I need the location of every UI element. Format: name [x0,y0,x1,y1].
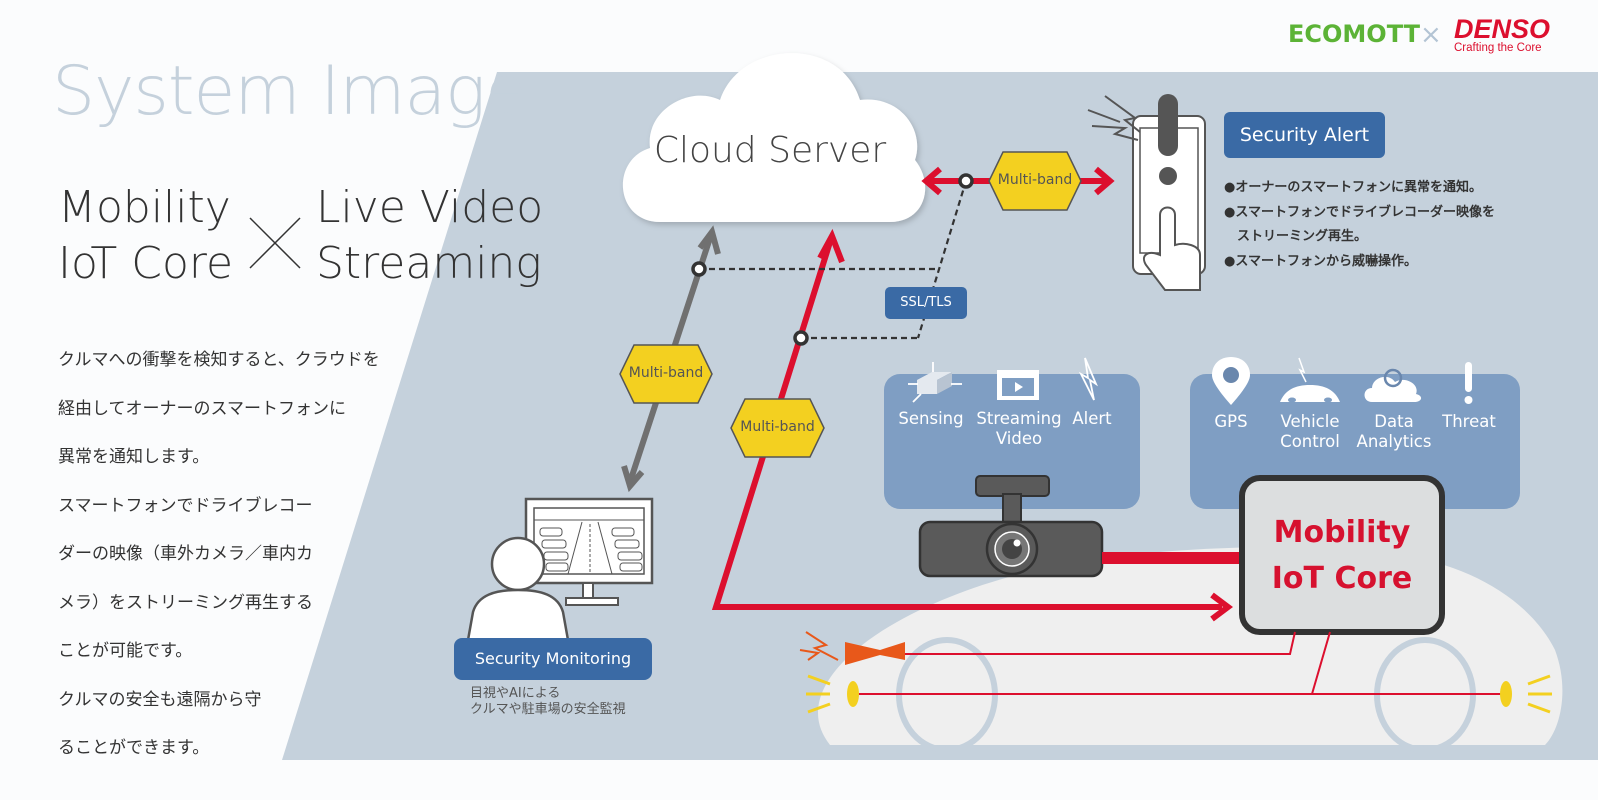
feature-label: Alert [1072,409,1112,428]
camera-feature-panel [884,374,1140,509]
ssl-tls-badge: SSL/TLS [885,287,967,319]
junction-dot [793,330,809,346]
sensing-axes-icon [908,362,962,403]
junction-dot [691,261,707,277]
feature-label: Data [1374,412,1414,431]
feature-label: Video [995,429,1043,448]
feature-alert: Alert [1066,409,1118,429]
cloud-shape [622,53,926,223]
red-arrowhead-phone [1094,166,1115,196]
security-monitoring-badge: Security Monitoring [454,638,652,680]
description-line: クルマの安全も遠隔から守 [58,689,262,710]
monitoring-sub-line: クルマや駐車場の安全監視 [470,702,626,717]
gps-pin-icon [1212,357,1250,405]
feature-label: Streaming [976,409,1062,428]
vehicle-control-icon [1280,357,1340,403]
streaming-video-icon [997,370,1039,400]
security-monitor-icon [466,497,654,642]
headline-left: Mobility IoT Core [58,180,233,292]
junction-dot [958,173,974,189]
multiband-label-monitor: Multi-band [628,365,704,381]
multiband-label-phone: Multi-band [997,172,1073,188]
bullet-item: ●オーナーのスマートフォンに異常を通知。 [1224,180,1482,195]
description-text: クルマへの衝撃を検知すると、クラウドを 経由してオーナーのスマートフォンに 異常… [58,336,388,773]
feature-label: Vehicle [1280,412,1340,431]
smartphone-alert-icon [1087,94,1206,291]
gray-arrowhead-down [621,465,645,493]
description-line: ダーの映像（車外カメラ／車内カ [58,544,313,564]
description-line: クルマへの衝撃を検知すると、クラウドを [58,350,380,370]
feature-label: Threat [1442,412,1496,431]
feature-vehicle-control: Vehicle Control [1274,412,1346,452]
bullet-item: ●スマートフォンから威嚇操作。 [1224,253,1417,269]
horn-icon [799,631,905,665]
headline-right-line1: Live Video [316,182,544,233]
security-alert-badge: Security Alert [1224,112,1385,158]
multiband-hex-monitor [619,344,713,404]
red-arrowhead-right [1210,592,1233,622]
page-title: System Image [52,52,527,131]
alert-lightning-icon [1078,357,1098,401]
feature-gps: GPS [1206,412,1256,432]
cross-icon [249,217,301,269]
description-line: 異常を通知します。 [58,447,210,467]
data-analytics-cloud-icon [1364,368,1422,402]
bullet-item: ストリーミング再生。 [1224,229,1368,244]
feature-streaming-video: Streaming Video [976,409,1062,449]
feature-label: Control [1280,432,1340,451]
feature-sensing: Sensing [896,409,966,429]
feature-label: Analytics [1356,432,1432,451]
denso-tagline: Crafting the Core [1454,42,1542,54]
security-monitoring-subtext: 目視やAIによる クルマや駐車場の安全監視 [470,686,626,718]
multiband-hex-phone [988,151,1082,211]
denso-logo: DENSO [1454,14,1551,44]
rear-light-icon [1500,674,1552,714]
threat-exclamation-icon [1464,362,1473,404]
vehicle-wiring [853,631,1505,695]
red-arrowhead-up [817,228,845,264]
description-line: スマートフォンでドライブレコー [58,495,313,516]
headline-left-line2: IoT Core [58,238,234,289]
description-line: 経由してオーナーのスマートフォンに [58,398,346,419]
multiband-hex-vehicle [730,398,825,458]
ecomott-logo: ECOMOTT [1288,20,1420,48]
monitoring-sub-line: 目視やAIによる [470,686,561,701]
core-label-line: IoT Core [1271,561,1413,596]
red-arrowhead-left [921,166,942,196]
gray-arrowhead-up [697,225,721,255]
feature-label: Sensing [898,409,964,428]
headline-left-line1: Mobility [58,182,231,233]
vehicle-uplink-line [711,241,1222,610]
feature-threat: Threat [1440,412,1498,432]
multiband-label-vehicle: Multi-band [740,419,815,435]
security-alert-bullets: ●オーナーのスマートフォンに異常を通知。 ●スマートフォンでドライブレコーダー映… [1224,176,1495,274]
front-light-icon [806,674,859,714]
description-line: メラ）をストリーミング再生する [58,592,313,613]
dashcam-icon [918,475,1104,578]
logo-separator: × [1420,20,1442,50]
description-line: ることができます。 [58,738,210,758]
mobility-iot-core-box [1239,475,1445,635]
feature-label: GPS [1214,412,1248,431]
description-line: ことが可能です。 [58,641,193,661]
headline-right-line2: Streaming [316,238,542,289]
bullet-item: ●スマートフォンでドライブレコーダー映像を [1224,204,1495,220]
ssl-dashed-lines [699,180,968,340]
core-label-line: Mobility [1273,515,1411,550]
cloud-server-label: Cloud Server [653,130,887,171]
feature-data-analytics: Data Analytics [1354,412,1434,452]
dashcam-link [1102,552,1242,564]
headline-right: Live Video Streaming [316,180,543,292]
mobility-iot-core-label: Mobility IoT Core [1252,510,1432,602]
